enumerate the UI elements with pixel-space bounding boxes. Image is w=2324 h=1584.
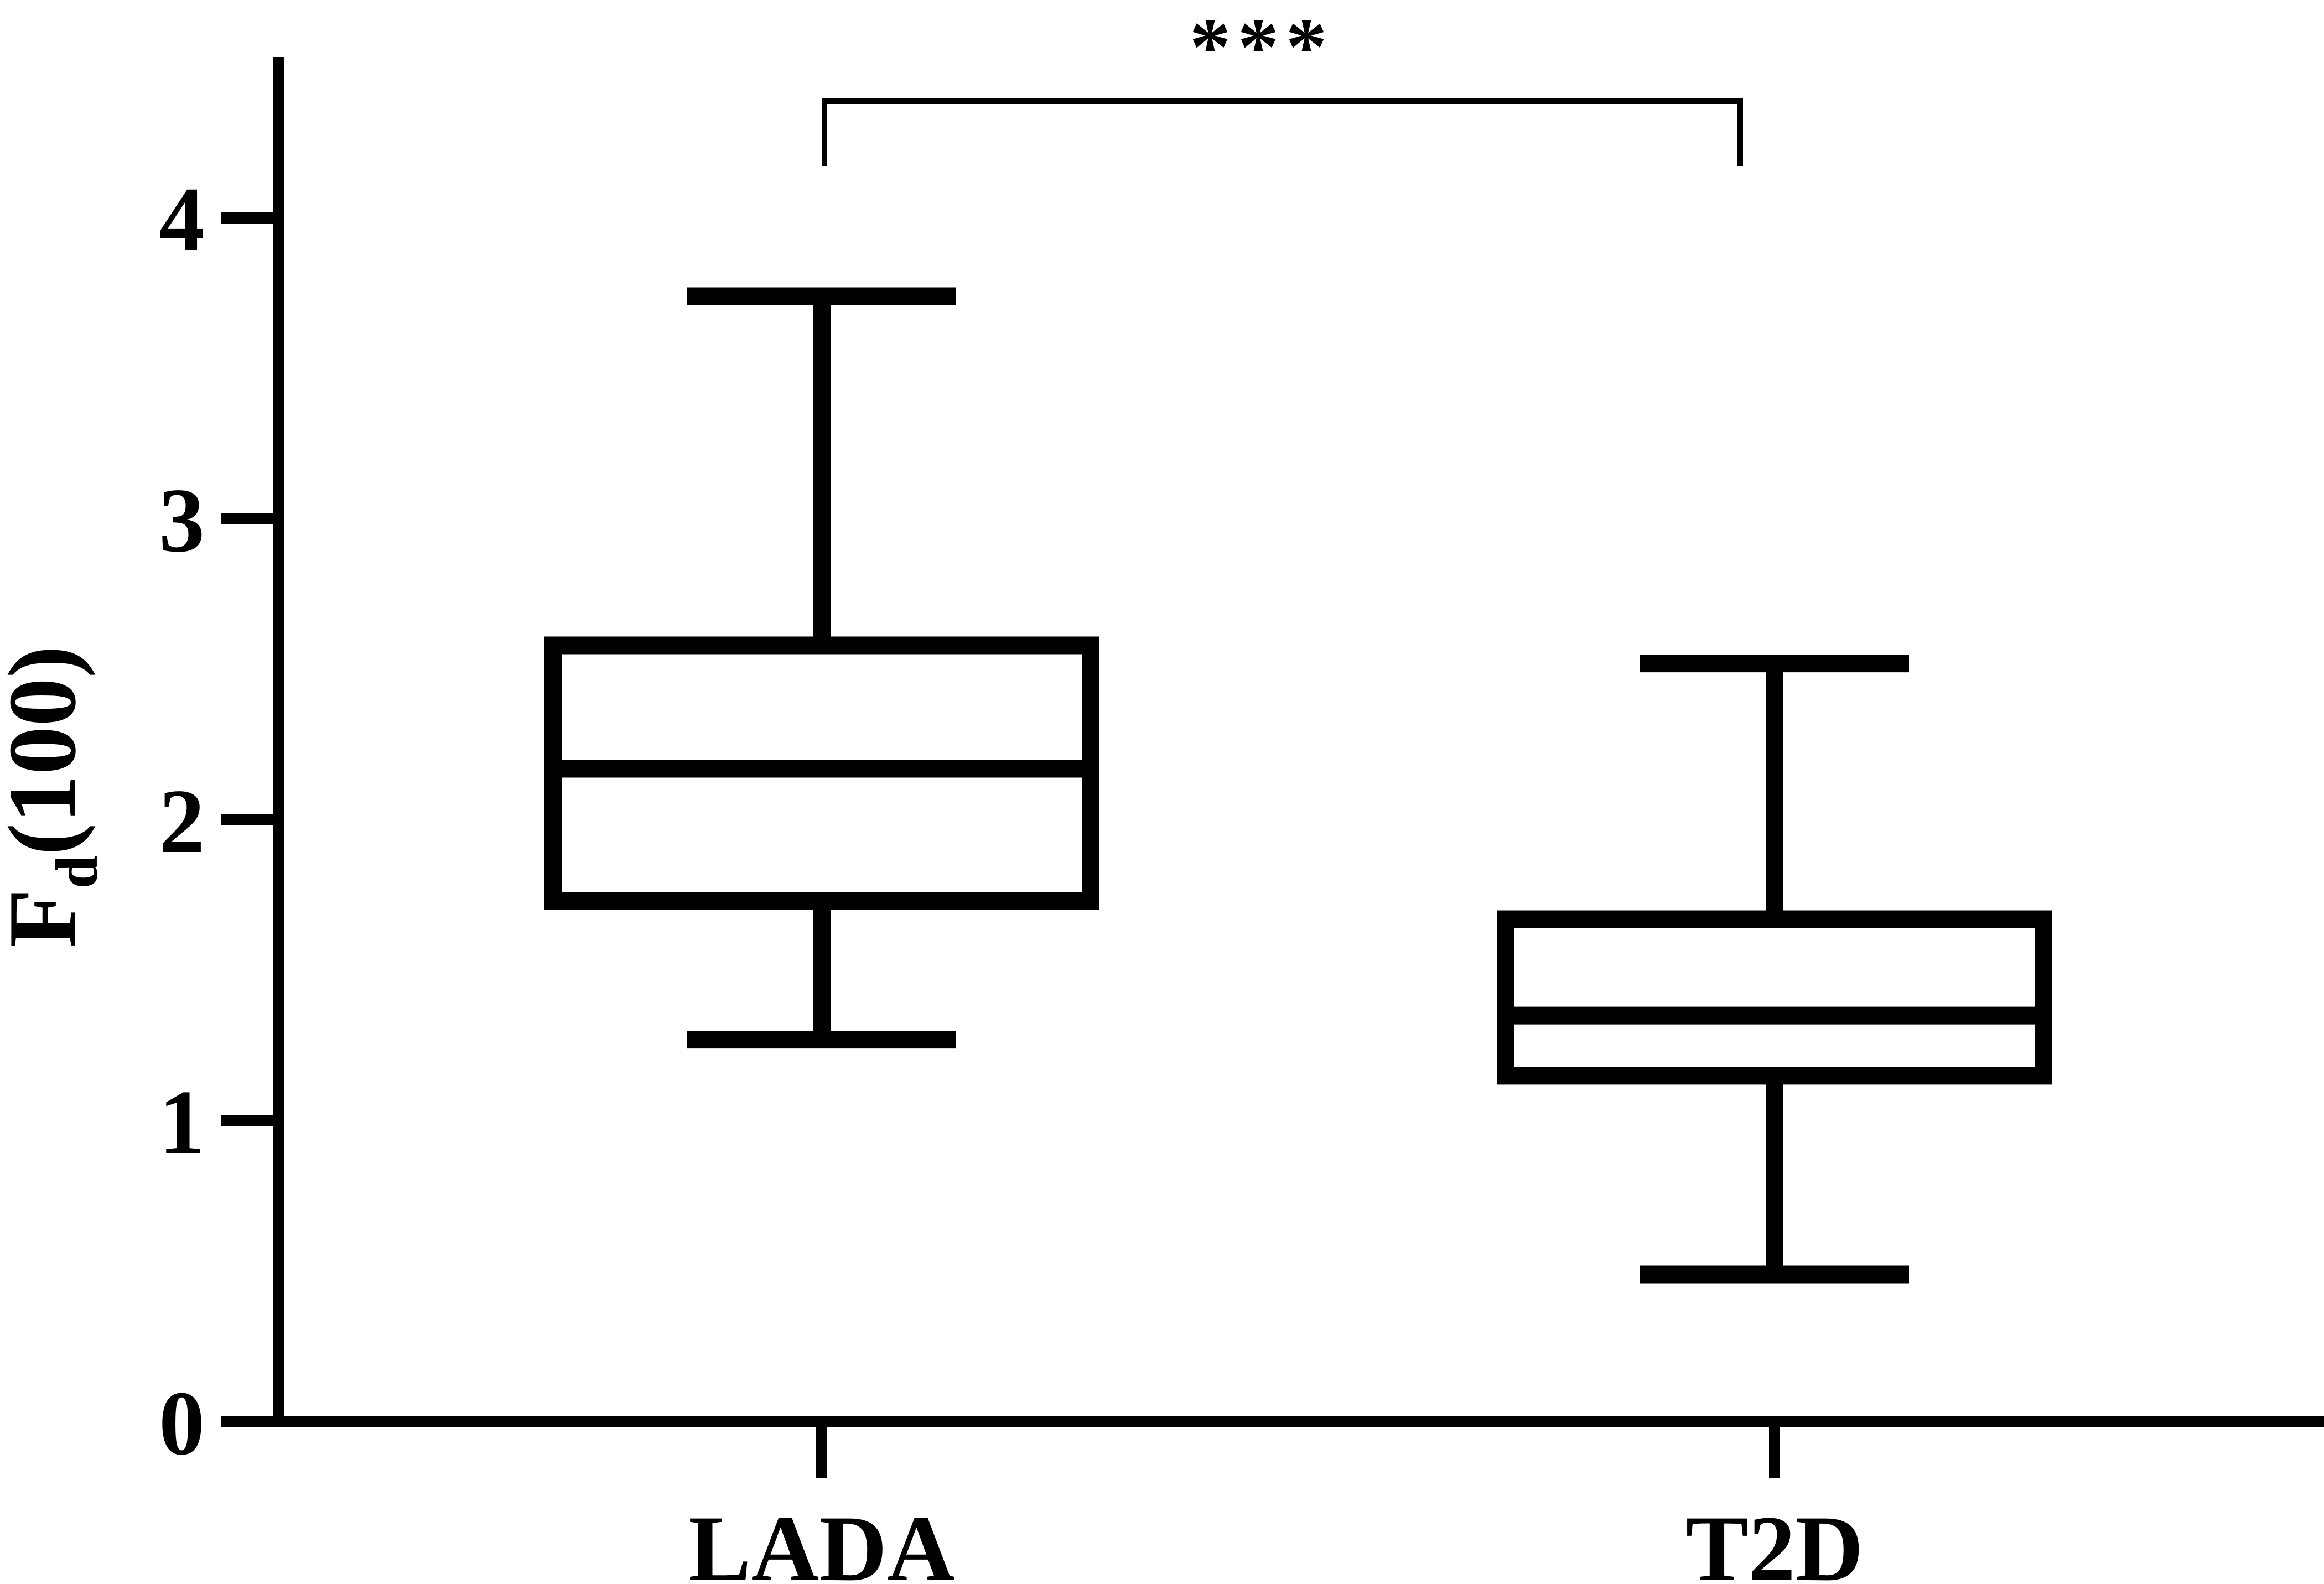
y-axis-label: Fd(100): [0, 646, 110, 948]
y-tick-label-4: 4: [159, 168, 205, 270]
y-tick-label-3: 3: [159, 469, 205, 571]
y-tick-label-2: 2: [159, 770, 205, 872]
y-tick-label-0: 0: [159, 1372, 205, 1474]
significance-stars: ***: [1190, 1, 1334, 93]
box-lada: [544, 287, 1099, 1049]
x-tick-label-t2d: T2D: [1685, 1497, 1863, 1584]
y-tick-label-1: 1: [159, 1071, 205, 1173]
significance-annotation: ***: [822, 1, 1743, 166]
boxes: [544, 287, 2052, 1284]
x-tick-label-lada: LADA: [688, 1497, 955, 1584]
significance-bracket: [822, 98, 1743, 166]
iqr-box-t2d: [1497, 910, 2052, 1085]
box-t2d: [1497, 655, 2052, 1284]
